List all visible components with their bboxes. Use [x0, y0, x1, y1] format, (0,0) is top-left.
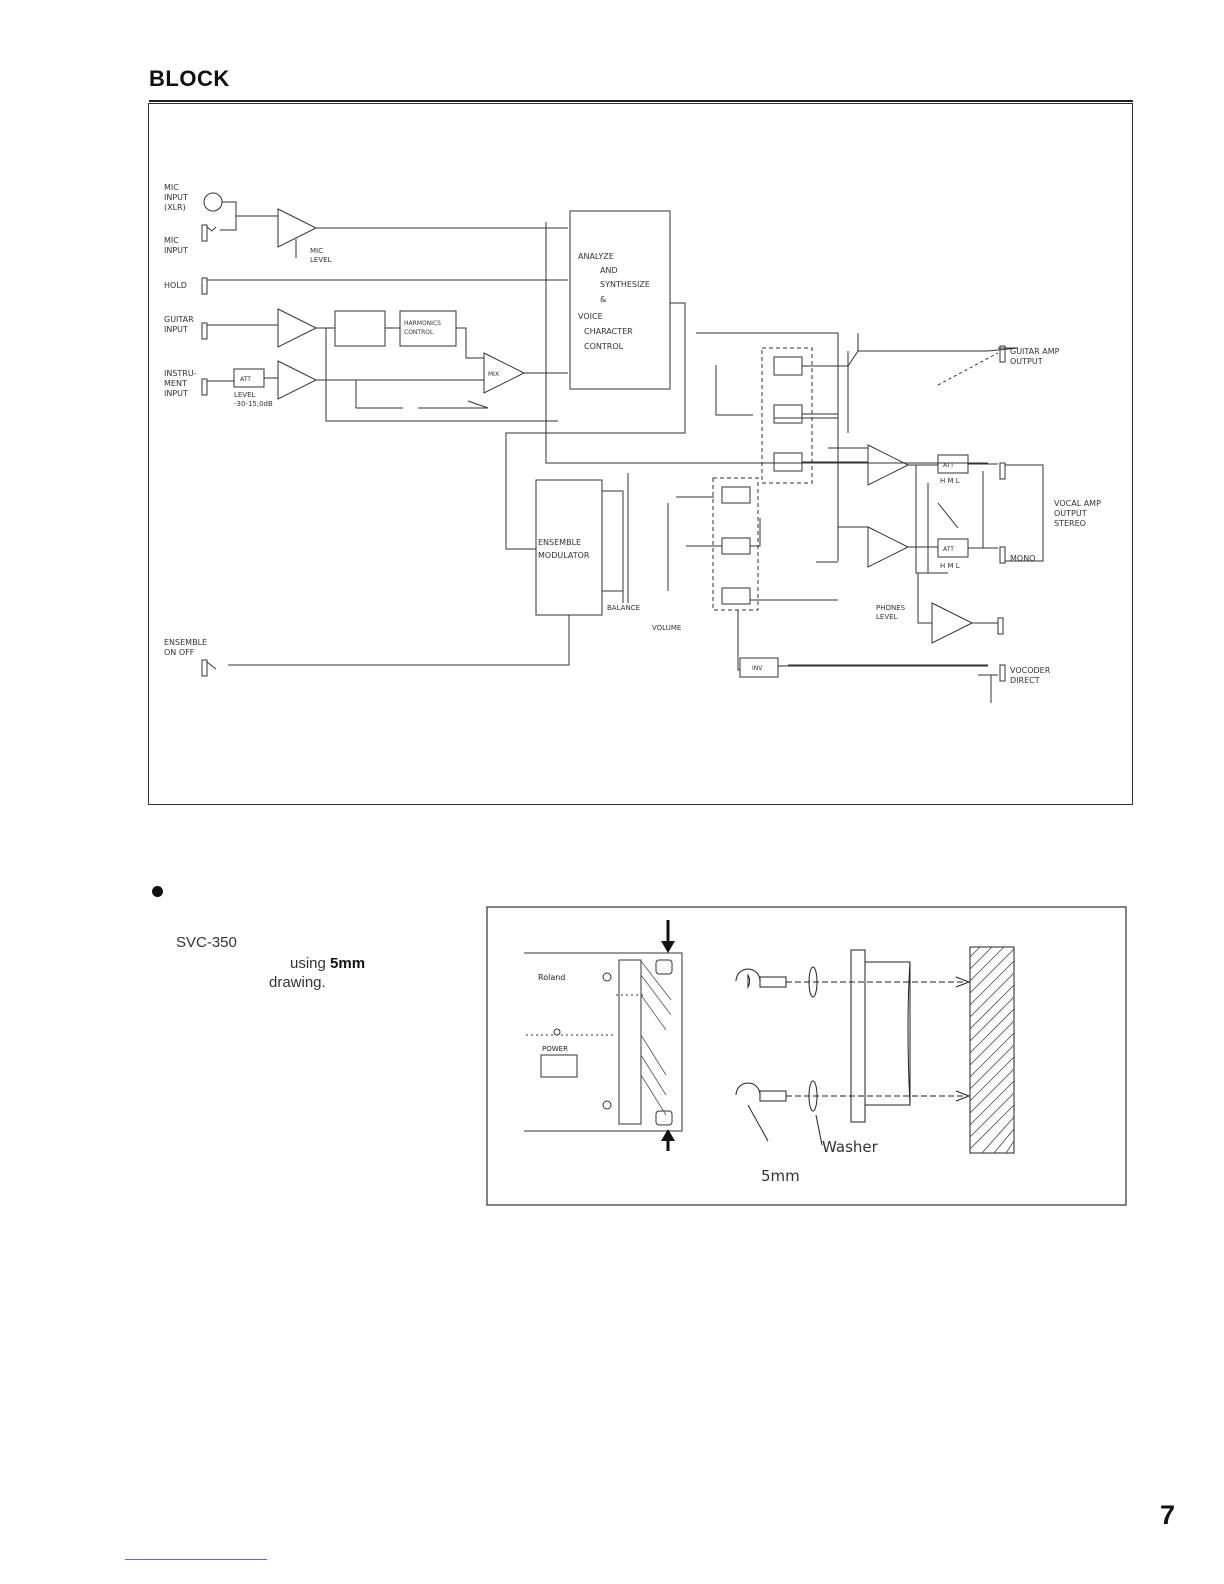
- att-label-inst: ATT: [240, 376, 251, 383]
- screw-size-label: 5mm: [761, 1167, 800, 1185]
- harmonics-line-1: HARMONICS: [404, 320, 441, 327]
- page-title: BLOCK: [149, 66, 230, 91]
- analyze-line-4: &: [600, 295, 606, 304]
- label-mic-2: INPUT: [164, 246, 188, 255]
- label-mic-xlr-3: (XLR): [164, 203, 186, 212]
- brand-label: Roland: [538, 973, 565, 982]
- analyze-line-3: SYNTHESIZE: [600, 280, 650, 289]
- mic-level-2: LEVEL: [310, 256, 332, 264]
- mount-note-line1: SVC-350: [176, 934, 237, 951]
- title-rule: [149, 100, 1133, 102]
- label-inst-1: INSTRU-: [164, 369, 197, 378]
- washer-label: Washer: [822, 1138, 879, 1156]
- vocal-amp-out-2: OUTPUT: [1054, 509, 1087, 518]
- analyze-line-1: ANALYZE: [578, 252, 614, 261]
- svg-text:MIC INPUT (XLR) MI: MIC INPUT (XLR) MIC INPUT HOLD GUITAR IN…: [164, 183, 210, 657]
- guitar-amp-out-2: OUTPUT: [1010, 357, 1043, 366]
- label-inst-3: INPUT: [164, 389, 188, 398]
- ensemble-mod-1: ENSEMBLE: [538, 538, 581, 547]
- analyze-line-2: AND: [600, 266, 618, 275]
- volume-label: VOLUME: [652, 624, 681, 632]
- analyze-line-7: CONTROL: [584, 342, 624, 351]
- label-hold: HOLD: [164, 281, 187, 290]
- mount-note-line2-pre: using: [290, 955, 331, 972]
- balance-label: BALANCE: [607, 604, 640, 612]
- ensemble-mod-2: MODULATOR: [538, 551, 590, 560]
- power-label: POWER: [542, 1045, 568, 1053]
- svg-text:ANALYZE AND SYNTHESIZE: ANALYZE AND SYNTHESIZE & VOICE CHARACTER…: [578, 252, 652, 351]
- mono-out: MONO: [1010, 554, 1035, 563]
- vocoder-out-1: VOCODER: [1010, 666, 1051, 675]
- hml-mono: H M L: [940, 562, 960, 570]
- mount-note-line2: using 5mm: [290, 955, 365, 972]
- label-ensemble-2: ON OFF: [164, 648, 195, 657]
- phones-level-1: PHONES: [876, 604, 906, 612]
- page-number: 7: [1160, 1500, 1176, 1530]
- svg-text:HARMONICS CONTROL MIX: HARMONICS CONTROL MIX ATT ATT ATT INV: [240, 320, 956, 672]
- footer-link-rule[interactable]: [125, 1559, 267, 1560]
- mic-level-1: MIC: [310, 247, 323, 255]
- rack-mount-drawing: Roland POWER Washer 5mm: [486, 906, 1127, 1206]
- label-guitar-2: INPUT: [164, 325, 188, 334]
- vocoder-out-2: DIRECT: [1010, 676, 1040, 685]
- hml-stereo: H M L: [940, 477, 960, 485]
- label-mic-xlr-2: INPUT: [164, 193, 188, 202]
- harmonics-line-2: CONTROL: [404, 329, 434, 336]
- svg-text:GUITAR AMP OUTPUT VOCA: GUITAR AMP OUTPUT VOCAL AMP OUTPUT STERE…: [1010, 347, 1103, 685]
- mount-note-screw-size: 5mm: [330, 955, 366, 972]
- label-inst-2: MENT: [164, 379, 187, 388]
- block-diagram: MIC INPUT (XLR) MIC INPUT HOLD GUITAR IN…: [148, 103, 1133, 805]
- att-label-mono: ATT: [943, 546, 954, 553]
- svg-text:ENSEMBLE MODULATOR: ENSEMBLE MODULATOR: [538, 538, 590, 560]
- vocal-amp-out-3: STEREO: [1054, 519, 1086, 528]
- label-ensemble-1: ENSEMBLE: [164, 638, 207, 647]
- label-mic-xlr-1: MIC: [164, 183, 179, 192]
- guitar-amp-out-1: GUITAR AMP: [1010, 347, 1060, 356]
- inv-label: INV: [752, 665, 763, 672]
- inst-level-1: LEVEL: [234, 391, 256, 399]
- mount-note-line3: drawing.: [269, 974, 326, 991]
- inst-level-2: -30-15,0dB: [234, 400, 273, 408]
- label-guitar-1: GUITAR: [164, 315, 194, 324]
- phones-level-2: LEVEL: [876, 613, 898, 621]
- svg-text:MIC LEVEL LEVEL -3: MIC LEVEL LEVEL -30-15,0dB BALANCE VOLUM…: [234, 247, 962, 632]
- bullet-icon: [152, 886, 163, 897]
- mix-label: MIX: [488, 371, 499, 378]
- analyze-line-6: CHARACTER: [584, 327, 633, 336]
- label-mic-1: MIC: [164, 236, 179, 245]
- vocal-amp-out-1: VOCAL AMP: [1054, 499, 1101, 508]
- analyze-line-5: VOICE: [578, 312, 603, 321]
- att-label-stereo: ATT: [943, 462, 954, 469]
